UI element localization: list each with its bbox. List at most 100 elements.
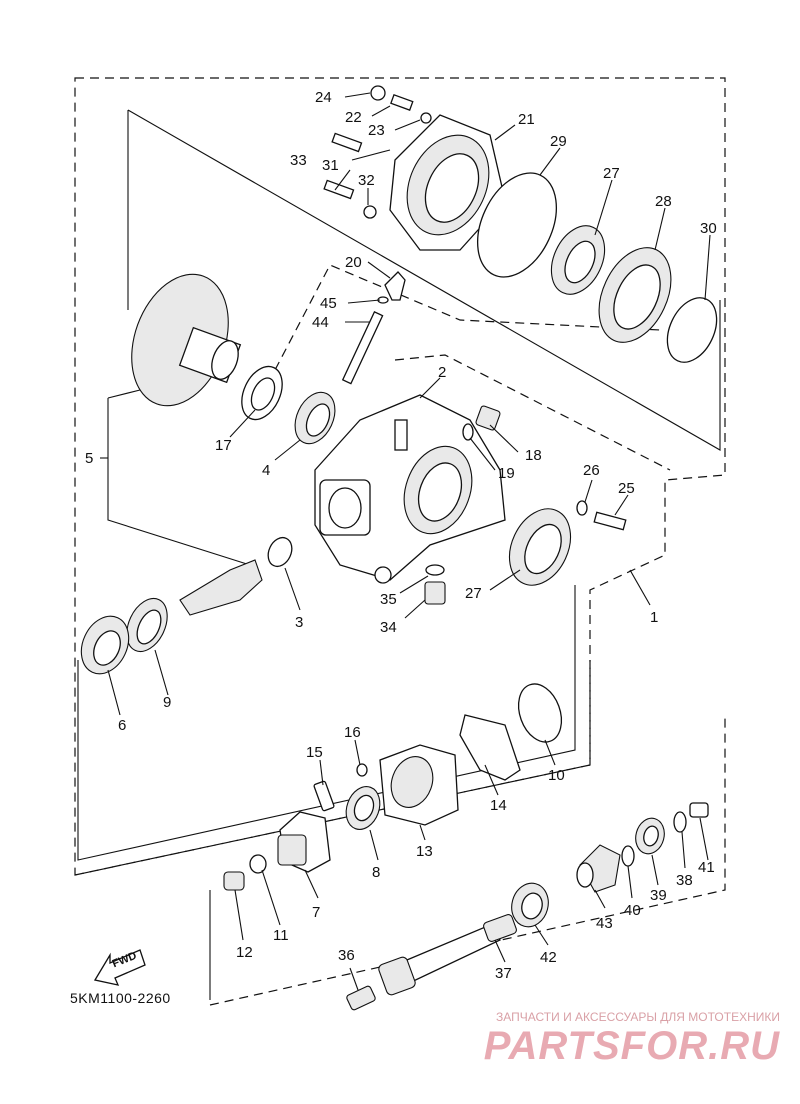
part-31-bolt bbox=[323, 179, 355, 200]
callout-6: 6 bbox=[118, 717, 126, 734]
part-23-washer bbox=[420, 112, 432, 124]
part-40-circlip bbox=[621, 845, 635, 867]
callout-39: 39 bbox=[650, 887, 667, 904]
callout-14: 14 bbox=[490, 797, 507, 814]
part-32-washer bbox=[363, 205, 377, 219]
callout-18: 18 bbox=[525, 447, 542, 464]
callout-24: 24 bbox=[315, 89, 332, 106]
part-34-drain-plug bbox=[424, 581, 446, 605]
diagram-code: 5KM1100-2260 bbox=[70, 990, 171, 1006]
part-35-gasket bbox=[425, 564, 445, 576]
leader-lines bbox=[100, 92, 711, 991]
part-36-spring bbox=[346, 985, 376, 1011]
part-4-needle-bearing bbox=[294, 391, 336, 445]
callout-34: 34 bbox=[380, 619, 397, 636]
part-5-ring-gear bbox=[131, 273, 242, 407]
assembly-boundary-shaft bbox=[209, 715, 726, 1006]
part-21-bearing-cover bbox=[389, 114, 506, 251]
callout-12: 12 bbox=[236, 944, 253, 961]
callout-28: 28 bbox=[655, 193, 672, 210]
part-16-washer bbox=[356, 763, 368, 777]
part-9-needle-bearing bbox=[126, 597, 168, 653]
callout-23: 23 bbox=[368, 122, 385, 139]
part-14-gasket bbox=[459, 714, 521, 781]
callout-29: 29 bbox=[550, 133, 567, 150]
callout-22: 22 bbox=[345, 109, 362, 126]
part-41-collar bbox=[689, 802, 709, 818]
callout-4: 4 bbox=[262, 462, 270, 479]
part-25-bolt bbox=[593, 511, 627, 531]
callout-3: 3 bbox=[295, 614, 303, 631]
callout-19: 19 bbox=[498, 465, 515, 482]
callout-42: 42 bbox=[540, 949, 557, 966]
part-8-bearing bbox=[345, 786, 381, 830]
callout-32: 32 bbox=[358, 172, 375, 189]
part-33-bolt bbox=[331, 132, 363, 153]
part-22-plug bbox=[390, 93, 414, 111]
part-38-circlip bbox=[673, 811, 687, 833]
part-27-oil-seal-upper bbox=[550, 225, 606, 295]
part-10-o-ring bbox=[517, 683, 563, 743]
leader-frame-top bbox=[127, 109, 721, 451]
callout-40: 40 bbox=[624, 902, 641, 919]
callout-5: 5 bbox=[85, 450, 93, 467]
part-13-output-housing bbox=[379, 744, 459, 826]
part-18-filler-plug bbox=[475, 405, 501, 431]
callout-41: 41 bbox=[698, 859, 715, 876]
watermark-logo: PARTSFOR.RU bbox=[483, 1024, 780, 1068]
part-24-nut bbox=[370, 85, 386, 101]
callout-27-lower: 27 bbox=[465, 585, 482, 602]
callout-45: 45 bbox=[320, 295, 337, 312]
callout-16: 16 bbox=[344, 724, 361, 741]
callout-31: 31 bbox=[322, 157, 339, 174]
callout-25: 25 bbox=[618, 480, 635, 497]
callout-36: 36 bbox=[338, 947, 355, 964]
callout-1: 1 bbox=[650, 609, 658, 626]
part-12-nut bbox=[223, 871, 245, 891]
part-44-pipe bbox=[341, 311, 384, 385]
assembly-boundary-lower bbox=[74, 660, 591, 876]
leader-frame-5 bbox=[107, 389, 251, 566]
part-27-oil-seal-lower bbox=[508, 508, 572, 586]
part-7-coupling-flange bbox=[277, 811, 331, 873]
callout-9: 9 bbox=[163, 694, 171, 711]
callout-27-upper: 27 bbox=[603, 165, 620, 182]
callout-33: 33 bbox=[290, 152, 307, 169]
part-6-ball-bearing bbox=[80, 615, 130, 675]
part-15-bolt bbox=[313, 780, 335, 812]
part-pinion-gear bbox=[179, 559, 263, 616]
callout-37: 37 bbox=[495, 965, 512, 982]
part-20-breather-joint bbox=[384, 271, 406, 301]
watermark: ЗАПЧАСТИ И АКСЕССУАРЫ ДЛЯ МОТОТЕХНИКИ PA… bbox=[484, 1010, 780, 1068]
part-42-bearing bbox=[511, 882, 549, 928]
part-17-shim bbox=[241, 365, 283, 421]
callout-11: 11 bbox=[273, 927, 289, 944]
callout-21: 21 bbox=[518, 111, 535, 128]
callout-2: 2 bbox=[438, 364, 446, 381]
callout-8: 8 bbox=[372, 864, 380, 881]
callout-43: 43 bbox=[596, 915, 613, 932]
part-2-differential-case bbox=[314, 394, 506, 584]
callout-10: 10 bbox=[548, 767, 565, 784]
fwd-arrow-icon bbox=[93, 949, 146, 986]
callout-44: 44 bbox=[312, 314, 329, 331]
part-11-washer bbox=[249, 854, 267, 874]
callout-17: 17 bbox=[215, 437, 232, 454]
part-39-bearing bbox=[635, 817, 665, 855]
callout-7: 7 bbox=[312, 904, 320, 921]
part-3-collar bbox=[267, 536, 293, 568]
part-37-drive-shaft bbox=[378, 914, 517, 996]
part-30-shim bbox=[666, 297, 718, 363]
part-28-bearing bbox=[598, 247, 672, 343]
callout-38: 38 bbox=[676, 872, 693, 889]
callout-13: 13 bbox=[416, 843, 433, 860]
assembly-boundary-inner bbox=[274, 264, 671, 471]
part-43-gear bbox=[576, 844, 621, 893]
callout-15: 15 bbox=[306, 744, 323, 761]
callout-30: 30 bbox=[700, 220, 717, 237]
assembly-boundary-outer bbox=[74, 77, 726, 876]
callout-35: 35 bbox=[380, 591, 397, 608]
part-19-gasket bbox=[462, 423, 474, 441]
watermark-tagline: ЗАПЧАСТИ И АКСЕССУАРЫ ДЛЯ МОТОТЕХНИКИ bbox=[496, 1010, 780, 1024]
